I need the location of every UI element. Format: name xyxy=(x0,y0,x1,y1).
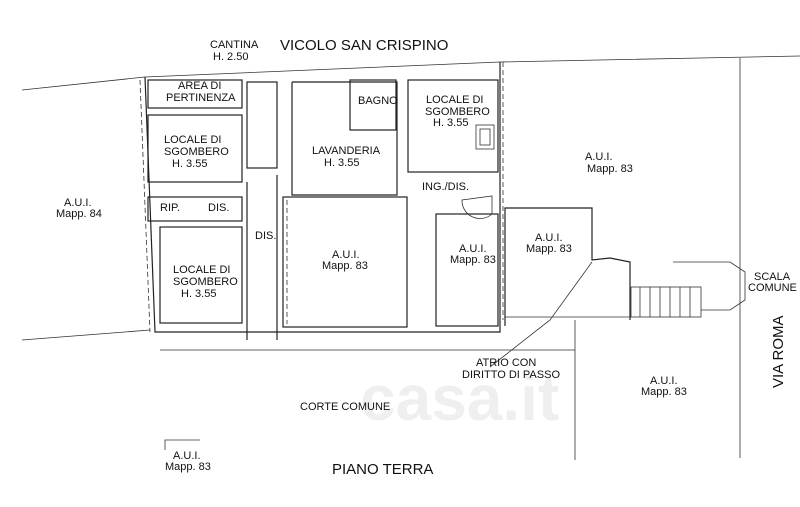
aui-small-line2: Mapp. 83 xyxy=(450,254,496,266)
ing-dis-label: ING./DIS. xyxy=(422,181,469,193)
aui-top-right-line1: A.U.I. xyxy=(585,151,613,163)
street-top-label: VICOLO SAN CRISPINO xyxy=(280,37,448,54)
aui-84-line1: A.U.I. xyxy=(64,197,92,209)
locale-top-left-height: H. 3.55 xyxy=(172,158,207,170)
aui-mid-right-line2: Mapp. 83 xyxy=(526,243,572,255)
aui-bottom-left-line2: Mapp. 83 xyxy=(165,461,211,473)
aui-bottom-left-line1: A.U.I. xyxy=(173,450,201,462)
aui-center-line2: Mapp. 83 xyxy=(322,260,368,272)
cantina-label: CANTINA xyxy=(210,39,259,51)
cantina-height: H. 2.50 xyxy=(213,51,248,63)
dis-center-label: DIS. xyxy=(255,230,276,242)
aui-center-line1: A.U.I. xyxy=(332,249,360,261)
corte-comune-label: CORTE COMUNE xyxy=(300,401,390,413)
stair-treads xyxy=(639,287,691,317)
locale-bottom-left-line1: LOCALE DI xyxy=(173,264,230,276)
plan-title: PIANO TERRA xyxy=(332,461,433,478)
bagno-label: BAGNO xyxy=(358,95,398,107)
locale-bottom-left-height: H. 3.55 xyxy=(181,288,216,300)
lavanderia-height: H. 3.55 xyxy=(324,157,359,169)
locale-top-right-line1: LOCALE DI xyxy=(426,94,483,106)
lavanderia-label: LAVANDERIA xyxy=(312,145,381,157)
locale-top-right-line2: SGOMBERO xyxy=(425,106,490,118)
aui-mid-right-line1: A.U.I. xyxy=(535,232,563,244)
area-pertinenza-line1: AREA DI xyxy=(178,80,221,92)
aui-84-line2: Mapp. 84 xyxy=(56,208,102,220)
locale-top-left-line2: SGOMBERO xyxy=(164,146,229,158)
atrio-line2: DIRITTO DI PASSO xyxy=(462,369,560,381)
locale-top-left-line1: LOCALE DI xyxy=(164,134,221,146)
scala-comune-line2: COMUNE xyxy=(748,282,797,294)
aui-small-line1: A.U.I. xyxy=(459,243,487,255)
walls xyxy=(21,55,800,460)
aui-bottom-right-line2: Mapp. 83 xyxy=(641,386,687,398)
dis-left-label: DIS. xyxy=(208,202,229,214)
atrio-line1: ATRIO CON xyxy=(476,357,536,369)
street-right-label: VIA ROMA xyxy=(770,315,787,388)
scala-comune-line1: SCALA xyxy=(754,271,791,283)
rip-label: RIP. xyxy=(160,202,180,214)
aui-top-right-line2: Mapp. 83 xyxy=(587,163,633,175)
locale-bottom-left-line2: SGOMBERO xyxy=(173,276,238,288)
area-pertinenza-line2: PERTINENZA xyxy=(166,92,236,104)
watermark: casa.it xyxy=(360,362,559,434)
aui-bottom-right-line1: A.U.I. xyxy=(650,375,678,387)
locale-top-right-height: H. 3.55 xyxy=(433,117,468,129)
